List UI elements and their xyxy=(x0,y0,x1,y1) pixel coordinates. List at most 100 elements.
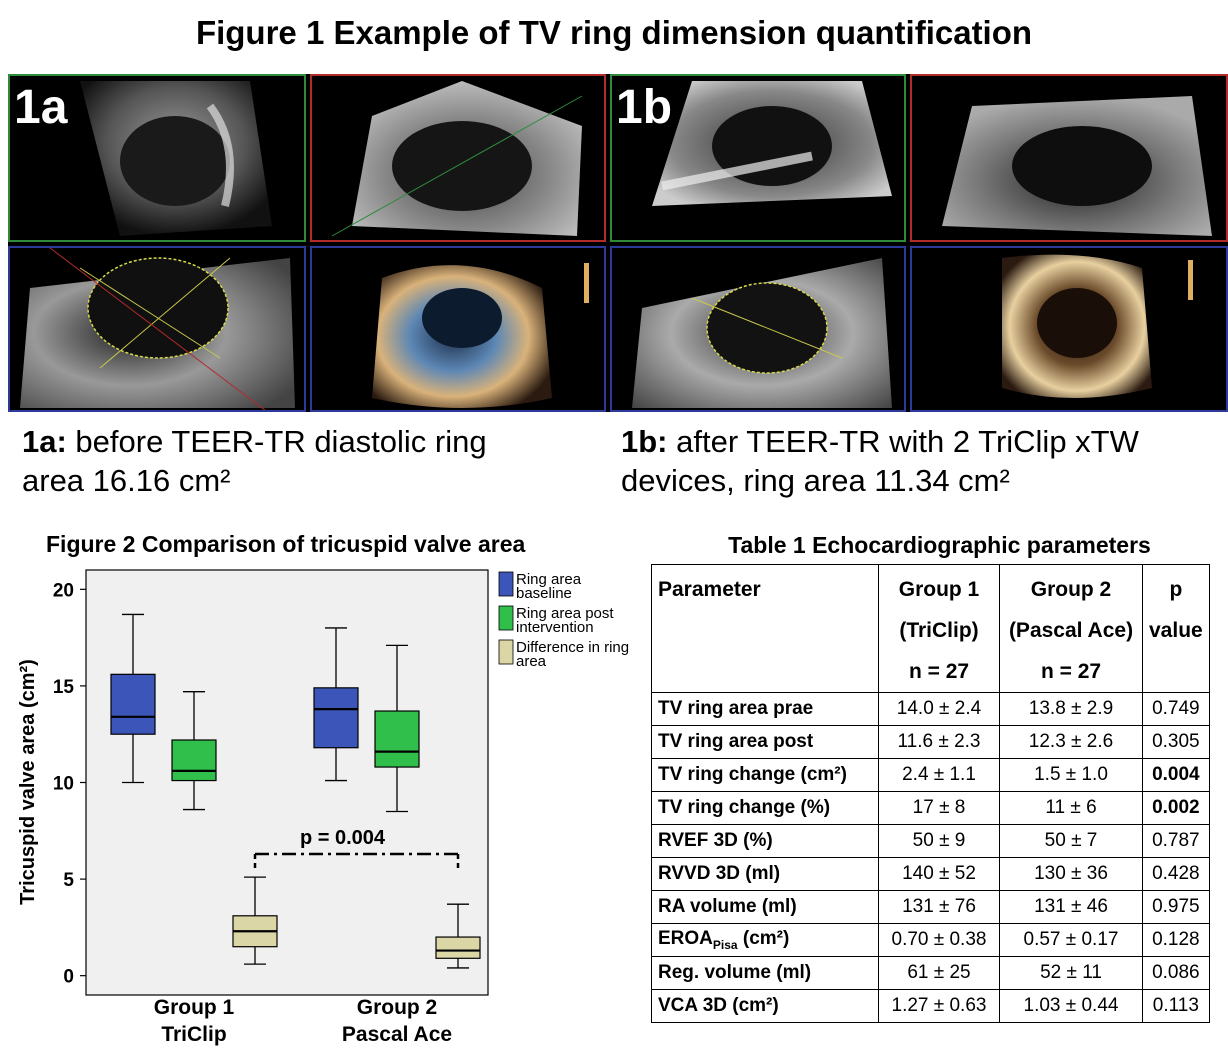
row-name: RVEF 3D (%) xyxy=(651,824,879,858)
box xyxy=(110,673,156,735)
header-parameter: Parameter xyxy=(651,564,879,693)
x-tick-group2-line2: Pascal Ace xyxy=(342,1023,452,1046)
caption-1b-label: 1b: xyxy=(621,424,668,459)
row-name: RA volume (ml) xyxy=(651,890,879,924)
y-axis-label: Tricuspid valve area (cm²) xyxy=(17,659,39,905)
plot-area xyxy=(85,569,489,996)
row-group2: 131 ± 46 xyxy=(999,890,1143,924)
row-name: VCA 3D (cm²) xyxy=(651,989,879,1023)
table1-title: Table 1 Echocardiographic parameters xyxy=(728,532,1151,558)
p-value-annotation: p = 0.004 xyxy=(253,827,460,868)
row-name: EROAPisa (cm²) xyxy=(651,923,879,957)
echo-parameters-table: Parameter Group 1 (TriClip) n = 27 Group… xyxy=(651,564,1210,1023)
legend-swatch-difference xyxy=(498,639,514,665)
row-group2: 11 ± 6 xyxy=(999,791,1143,825)
boxplot-boxes xyxy=(110,613,481,969)
row-name: Reg. volume (ml) xyxy=(651,956,879,990)
row-group2: 52 ± 11 xyxy=(999,956,1143,990)
caption-1a: 1a: before TEER-TR diastolic ring area 1… xyxy=(22,422,487,500)
header-group2-line3: n = 27 xyxy=(1040,660,1102,683)
header-p-line1: p xyxy=(1169,578,1183,601)
row-name: TV ring area post xyxy=(651,725,879,759)
row-p: 0.787 xyxy=(1142,824,1210,858)
legend-swatch-post xyxy=(498,605,514,631)
panel-label-1b: 1b xyxy=(616,81,673,134)
row-group1: 14.0 ± 2.4 xyxy=(878,692,1000,726)
row-name-main: EROA xyxy=(658,928,713,950)
box xyxy=(374,710,420,768)
echo-panel-1a-top-left: 1a xyxy=(8,74,306,242)
caption-1a-line1: before TEER-TR diastolic ring xyxy=(66,424,487,459)
echo-panel-1b-top-right xyxy=(910,74,1228,242)
echo-panel-1b-top-left: 1b xyxy=(610,74,906,242)
echo-panel-1b-bottom-left xyxy=(610,246,906,412)
y-tick-label: 20 xyxy=(53,580,74,601)
caption-1a-label: 1a: xyxy=(22,424,67,459)
row-group1: 131 ± 76 xyxy=(878,890,1000,924)
annotation-text: p = 0.004 xyxy=(300,827,386,849)
row-p: 0.113 xyxy=(1142,989,1210,1023)
row-p: 0.086 xyxy=(1142,956,1210,990)
row-group1: 2.4 ± 1.1 xyxy=(878,758,1000,792)
row-group1: 50 ± 9 xyxy=(878,824,1000,858)
caption-1b-line1: after TEER-TR with 2 TriClip xTW xyxy=(667,424,1139,459)
legend-swatch-baseline xyxy=(498,571,514,597)
legend-baseline-line2: baseline xyxy=(516,585,572,602)
row-name: TV ring change (cm²) xyxy=(651,758,879,792)
row-group2: 50 ± 7 xyxy=(999,824,1143,858)
row-p: 0.002 xyxy=(1142,791,1210,825)
header-group1-line2: (TriClip) xyxy=(899,619,979,642)
header-group2-line2: (Pascal Ace) xyxy=(1008,619,1134,642)
header-group2: Group 2 (Pascal Ace) n = 27 xyxy=(999,564,1143,693)
header-p-value: p value xyxy=(1142,564,1210,693)
box xyxy=(313,687,359,749)
box xyxy=(171,739,217,782)
legend-baseline-line1: Ring area xyxy=(516,571,582,588)
row-group1: 140 ± 52 xyxy=(878,857,1000,891)
row-p: 0.428 xyxy=(1142,857,1210,891)
caption-1b: 1b: after TEER-TR with 2 TriClip xTW dev… xyxy=(621,422,1139,500)
x-tick-group1-line2: TriClip xyxy=(161,1023,226,1046)
row-group2: 1.5 ± 1.0 xyxy=(999,758,1143,792)
figure2-title: Figure 2 Comparison of tricuspid valve a… xyxy=(46,531,526,557)
legend-difference-line1: Difference in ring xyxy=(516,639,629,656)
row-group1: 61 ± 25 xyxy=(878,956,1000,990)
row-group2: 12.3 ± 2.6 xyxy=(999,725,1143,759)
row-group2: 130 ± 36 xyxy=(999,857,1143,891)
row-group1: 0.70 ± 0.38 xyxy=(878,923,1000,957)
row-p: 0.305 xyxy=(1142,725,1210,759)
echo-panel-1a-bottom-left xyxy=(8,246,306,412)
header-p-line2: value xyxy=(1149,619,1203,642)
row-name-subscript: Pisa xyxy=(712,937,738,952)
y-tick-label: 10 xyxy=(53,774,74,795)
header-group1: Group 1 (TriClip) n = 27 xyxy=(878,564,1000,693)
row-group1: 11.6 ± 2.3 xyxy=(878,725,1000,759)
caption-1a-line2: area 16.16 cm² xyxy=(22,463,231,498)
row-p: 0.004 xyxy=(1142,758,1210,792)
x-tick-group1-line1: Group 1 xyxy=(154,996,235,1019)
y-tick-label: 5 xyxy=(63,870,74,891)
y-tick-label: 0 xyxy=(63,967,74,988)
legend-post-line2: intervention xyxy=(516,619,594,636)
row-p: 0.975 xyxy=(1142,890,1210,924)
caption-1b-line2: devices, ring area 11.34 cm² xyxy=(621,463,1010,498)
header-group1-line3: n = 27 xyxy=(908,660,970,683)
row-name: TV ring area prae xyxy=(651,692,879,726)
row-group2: 1.03 ± 0.44 xyxy=(999,989,1143,1023)
figure1-title: Figure 1 Example of TV ring dimension qu… xyxy=(195,14,1033,51)
row-group2: 13.8 ± 2.9 xyxy=(999,692,1143,726)
legend-post-line1: Ring area post xyxy=(516,605,614,622)
legend: Ring area baseline Ring area post interv… xyxy=(498,571,629,670)
row-p: 0.749 xyxy=(1142,692,1210,726)
echo-image-grid: 1a 1b xyxy=(8,74,1228,412)
